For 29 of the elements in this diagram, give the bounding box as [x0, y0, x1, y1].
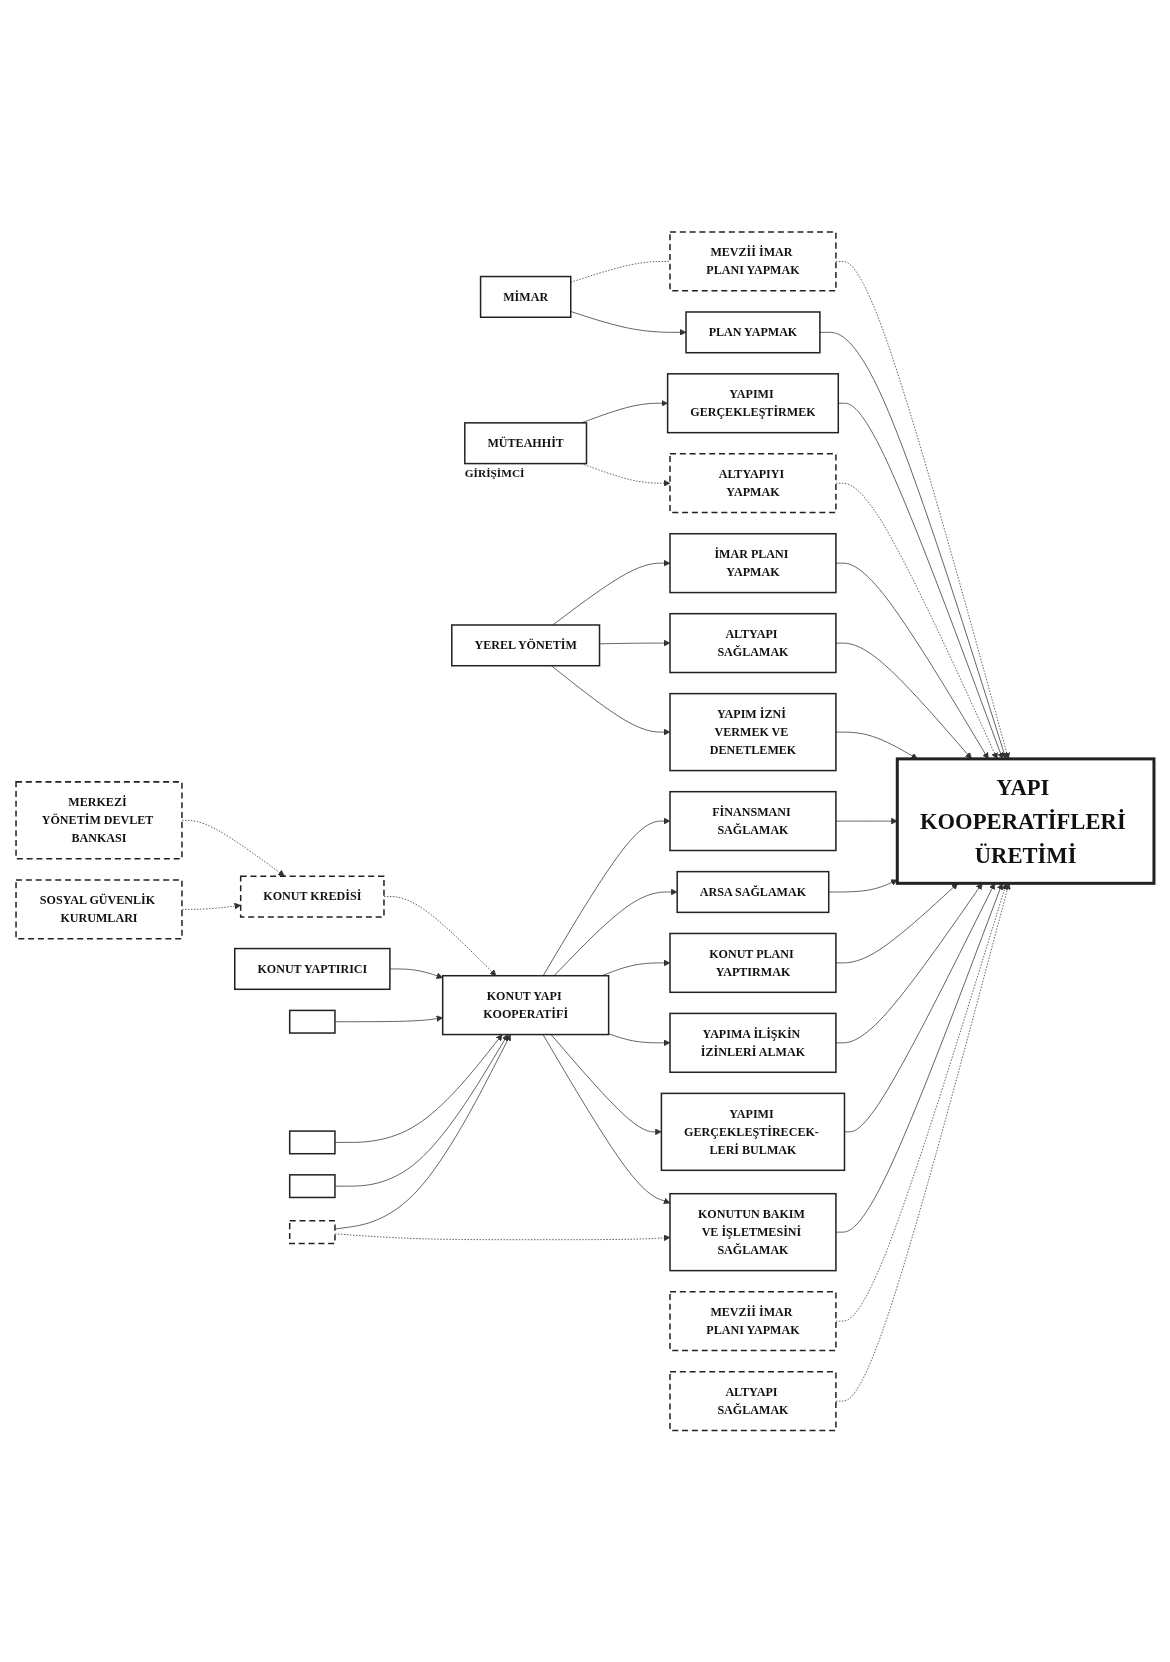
node-box: YAPIMI GERÇEKLEŞTİRMEK [666, 372, 840, 434]
node-caption: GİRİŞİMCİ [464, 466, 525, 479]
node-box: KONUT KREDİSİ [239, 875, 385, 918]
node-box: ALTYAPIYI YAPMAK [669, 452, 837, 514]
node-box: YAPI KOOPERATİFLERİ ÜRETİMİ [895, 757, 1156, 885]
node-box: MERKEZİ YÖNETİM DEVLET BANKASI [15, 780, 183, 860]
node-box: İMAR PLANI YAPMAK [669, 532, 837, 594]
node-box [288, 1173, 336, 1198]
node-box: ALTYAPI SAĞLAMAK [669, 1370, 837, 1431]
node-box: PLAN YAPMAK [685, 310, 821, 354]
node-box: KONUT PLANI YAPTIRMAK [669, 932, 837, 993]
node-box: KONUT YAPI KOOPERATİFİ [441, 974, 610, 1036]
node-box: MİMAR [479, 275, 572, 318]
node-box: YEREL YÖNETİM [451, 623, 601, 667]
node-box [288, 1130, 336, 1155]
node-box: MÜTEAHHİT [464, 421, 588, 465]
node-box: MEVZİİ İMAR PLANI YAPMAK [669, 1290, 837, 1352]
node-box: YAPIMI GERÇEKLEŞTİRECEK- LERİ BULMAK [660, 1092, 846, 1171]
node-box: YAPIM İZNİ VERMEK VE DENETLEMEK [669, 692, 837, 772]
node-box: YAPIMA İLİŞKİN İZİNLERİ ALMAK [669, 1012, 837, 1073]
node-box: ARSA SAĞLAMAK [676, 870, 830, 913]
node-box: ALTYAPI SAĞLAMAK [669, 612, 837, 673]
node-box [288, 1219, 336, 1244]
node-box: KONUTUN BAKIM VE İŞLETMESİNİ SAĞLAMAK [669, 1192, 837, 1272]
node-box: FİNANSMANI SAĞLAMAK [669, 790, 837, 851]
node-box: KONUT YAPTIRICI [234, 947, 391, 990]
node-box: MEVZİİ İMAR PLANI YAPMAK [669, 231, 837, 292]
node-box [288, 1009, 336, 1034]
node-box: SOSYAL GÜVENLİK KURUMLARI [15, 878, 183, 940]
